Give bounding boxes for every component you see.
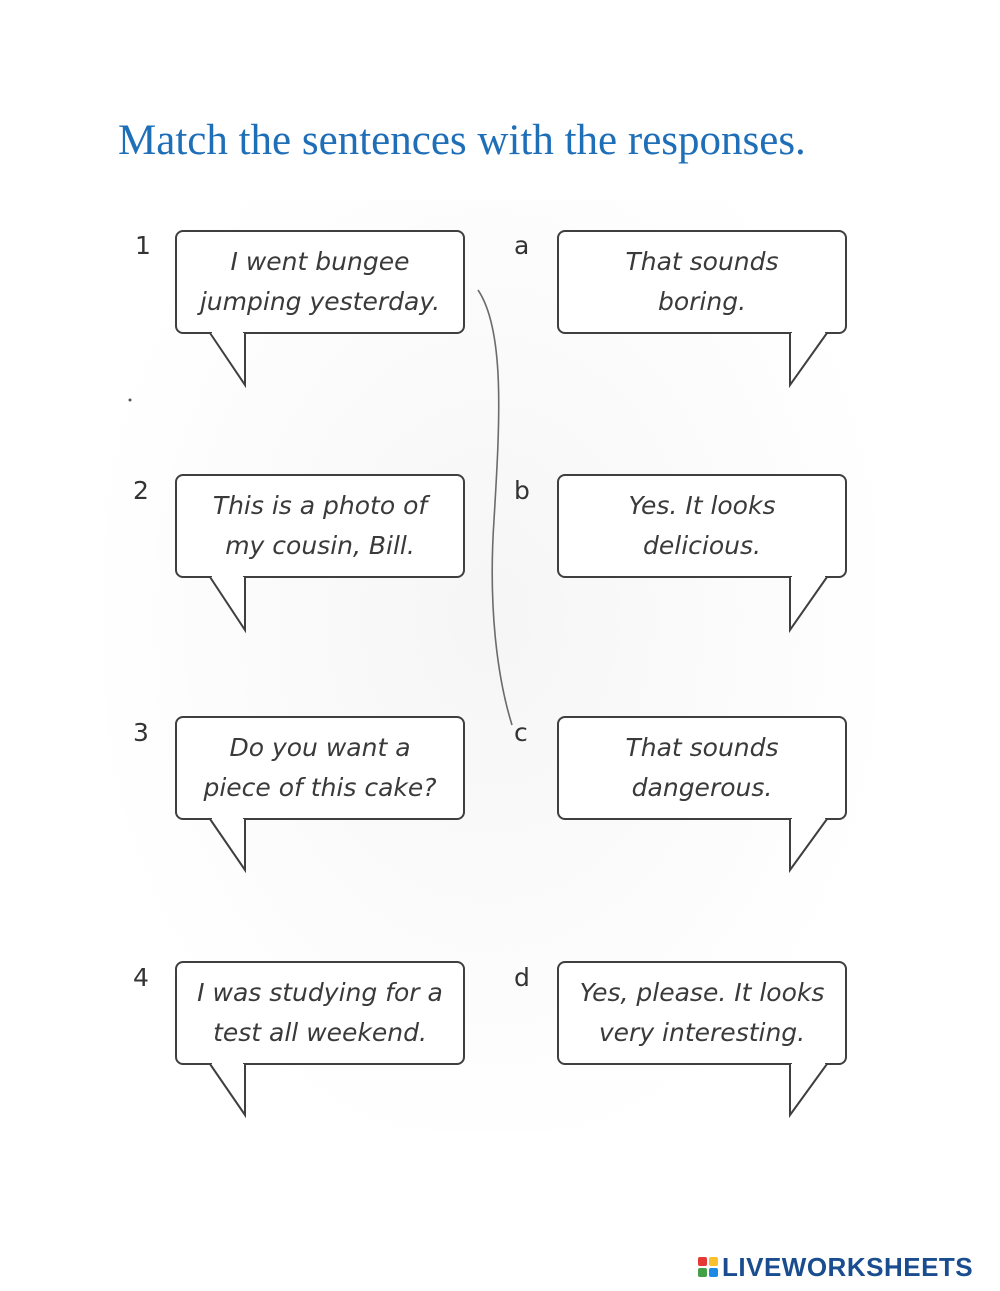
sentence-bubble-1: I went bungee jumping yesterday.	[175, 230, 465, 334]
tail-sentence-4	[209, 1063, 246, 1119]
logo-text: LIVEWORKSHEETS	[722, 1251, 974, 1282]
tail-sentence-2	[209, 576, 246, 634]
logo-grid-icon	[698, 1257, 718, 1277]
sentence-bubble-2: This is a photo of my cousin, Bill.	[175, 474, 465, 578]
tail-response-c	[789, 818, 828, 874]
sentence-number-4: 4	[133, 963, 149, 992]
response-bubble-a: That sounds boring.	[557, 230, 847, 334]
sentence-text-3: Do you want a piece of this cake?	[203, 733, 437, 802]
response-text-b: Yes. It looks delicious.	[628, 491, 776, 560]
sentence-bubble-3: Do you want a piece of this cake?	[175, 716, 465, 820]
tail-response-a	[789, 332, 828, 389]
response-text-c: That sounds dangerous.	[625, 733, 779, 802]
tail-sentence-1	[209, 332, 246, 389]
tail-response-b	[789, 576, 828, 634]
tail-response-d	[789, 1063, 828, 1119]
sentence-number-3: 3	[133, 718, 149, 747]
response-letter-b: b	[514, 476, 530, 505]
response-letter-d: d	[514, 963, 530, 992]
match-line-1-c	[477, 289, 513, 726]
response-bubble-d: Yes, please. It looks very interesting.	[557, 961, 847, 1065]
sentence-number-2: 2	[133, 476, 149, 505]
sentence-bubble-4: I was studying for a test all weekend.	[175, 961, 465, 1065]
response-bubble-c: That sounds dangerous.	[557, 716, 847, 820]
liveworksheets-logo: LIVEWORKSHEETS	[698, 1252, 973, 1282]
sentence-text-2: This is a photo of my cousin, Bill.	[212, 491, 428, 560]
sentence-number-1: 1	[135, 231, 151, 260]
response-letter-c: c	[514, 718, 528, 747]
response-text-d: Yes, please. It looks very interesting.	[579, 978, 825, 1047]
sentence-text-1: I went bungee jumping yesterday.	[199, 247, 441, 316]
tail-sentence-3	[209, 818, 246, 874]
response-text-a: That sounds boring.	[625, 247, 779, 316]
response-letter-a: a	[514, 231, 530, 260]
response-bubble-b: Yes. It looks delicious.	[557, 474, 847, 578]
speck-mark	[128, 398, 132, 402]
sentence-text-4: I was studying for a test all weekend.	[197, 978, 443, 1047]
page-title: Match the sentences with the responses.	[118, 117, 806, 164]
